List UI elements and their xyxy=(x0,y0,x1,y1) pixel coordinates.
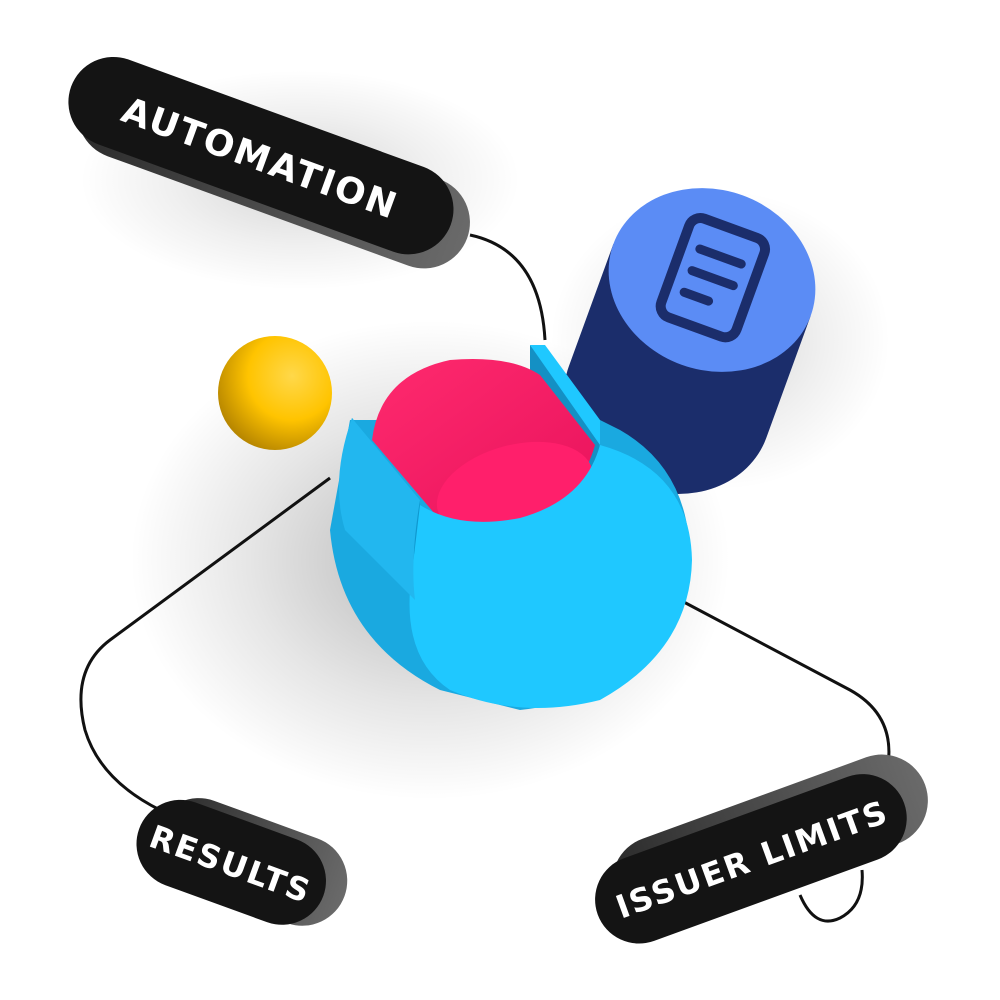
connector-line xyxy=(469,233,547,341)
connector-line xyxy=(679,598,891,766)
sphere-shape xyxy=(218,336,332,450)
connector-line xyxy=(79,476,331,812)
cylinder-shape xyxy=(564,188,816,494)
document-icon xyxy=(655,213,771,343)
automation-pill: AUTOMATION xyxy=(68,56,470,269)
results-pill: RESULTS xyxy=(136,798,348,926)
connector-line xyxy=(798,869,864,923)
issuer-limits-pill: ISSUER LIMITS xyxy=(595,754,928,944)
cup-shape xyxy=(330,345,692,710)
